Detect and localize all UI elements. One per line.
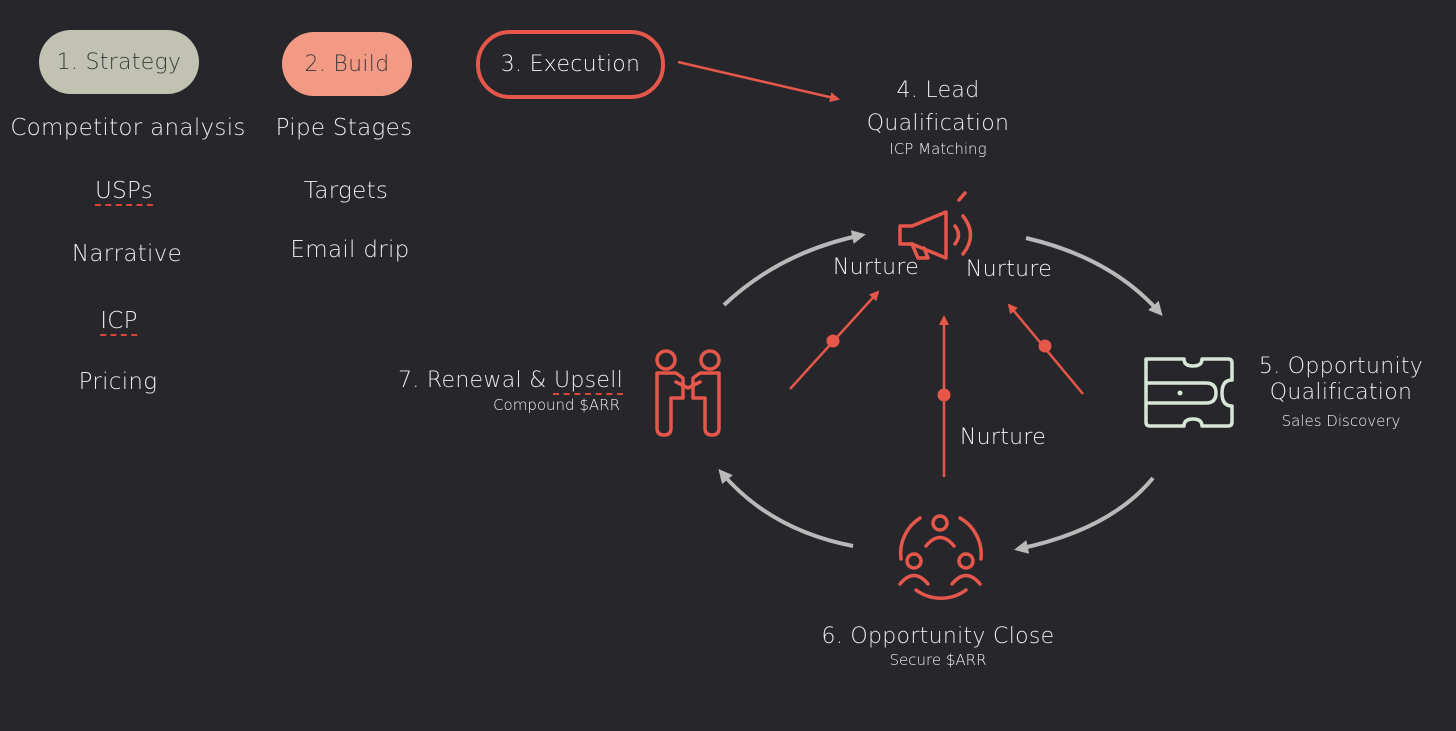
build-item-pipe-stages: Pipe Stages [275,115,413,141]
megaphone-icon [898,191,973,260]
ticket-icon [1144,357,1234,428]
nurture-label-bottom: Nurture [959,425,1047,450]
team-circle-icon [898,514,983,600]
stage-opportunity-title-line2: Qualification [1269,380,1413,405]
build-item-targets: Targets [303,178,389,204]
nurture-arrow-renewal [789,290,880,390]
strategy-item-competitor-analysis: Competitor analysis [10,115,246,141]
cycle-arrow-opportunity-to-close [1014,476,1155,554]
stage-renewal-upsell: 7. Renewal & Upsell Compound $ARR [398,366,624,414]
strategy-item-pricing: Pricing [78,369,158,395]
stage-renewal-title-part1: 7. Renewal & [398,368,554,393]
strategy-item-usps: USPs [94,178,154,204]
build-item-email-drip: Email drip [290,237,410,263]
stage-opportunity-close: 6. Opportunity Close Secure $ARR [822,620,1055,669]
stage-renewal-title: 7. Renewal & Upsell [398,366,624,396]
stage-lead-qualification: 4. Lead Qualification ICP Matching [867,74,1009,158]
phase-execution-pill[interactable]: 3. Execution [476,30,665,99]
stage-opportunity-title-line1: 5. Opportunity [1258,354,1424,379]
cycle-arrow-renewal-to-lead [722,230,866,307]
nurture-label-left: Nurture [832,255,920,280]
strategy-item-icp: ICP [100,308,138,334]
handshake-icon [655,349,721,437]
stage-renewal-title-part2: Upsell [553,368,624,393]
nurture-arrow-opportunity [1007,303,1084,395]
phase-execution-label: 3. Execution [500,52,641,77]
stage-lead-subtitle: ICP Matching [889,140,987,158]
strategy-item-narrative: Narrative [71,241,183,267]
stage-opportunity-qualification: 5. Opportunity Qualification Sales Disco… [1259,354,1423,430]
cycle-arrow-lead-to-opportunity [1025,236,1163,317]
stage-opportunity-subtitle: Sales Discovery [1281,412,1401,430]
nurture-label-right: Nurture [965,257,1053,282]
stage-lead-title-line2: Qualification [866,111,1010,136]
stage-close-subtitle: Secure $ARR [889,651,987,669]
stage-lead-title-line1: 4. Lead [896,78,980,103]
stage-close-title: 6. Opportunity Close [821,624,1055,649]
execution-to-lead-arrow [677,60,840,103]
stage-renewal-subtitle: Compound $ARR [493,396,620,414]
phase-build-label: 2. Build [304,51,390,77]
phase-strategy-pill[interactable]: 1. Strategy [39,30,199,94]
phase-build-pill[interactable]: 2. Build [282,32,412,96]
phase-strategy-label: 1. Strategy [56,49,182,75]
cycle-arrow-close-to-renewal [718,468,854,548]
nurture-arrow-close [937,315,951,477]
